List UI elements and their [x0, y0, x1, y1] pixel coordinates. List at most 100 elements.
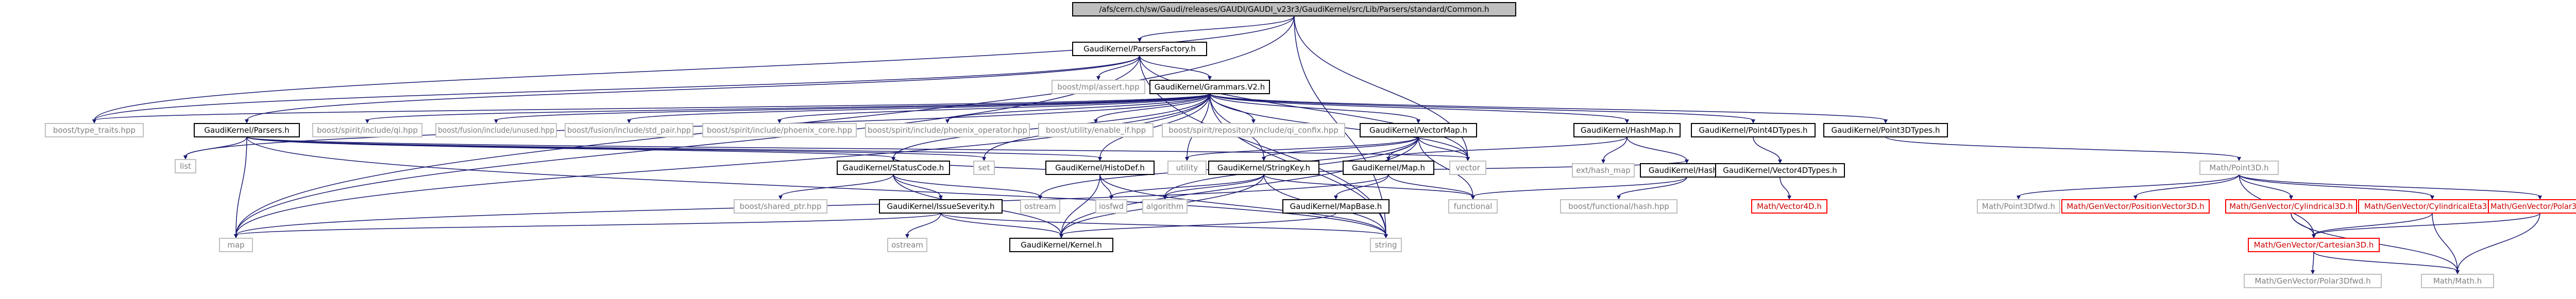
edge-arrowhead	[1096, 76, 1100, 80]
edge-histodef-to-kernel	[1061, 174, 1100, 236]
edge-arrowhead	[1094, 119, 1098, 124]
node-p3d[interactable]: GaudiKernel/Point3DTypes.h	[1823, 123, 1948, 137]
node-parsers[interactable]: GaudiKernel/Parsers.h	[194, 123, 300, 137]
node-label: boost/fusion/include/std_pair.hpp	[567, 126, 691, 135]
edge-arrowhead	[1416, 119, 1420, 124]
node-label: boost/spirit/include/phoenix_operator.hp…	[868, 126, 1027, 135]
edge-cyl3d-to-cart3d	[2291, 213, 2314, 236]
node-map: map	[219, 238, 253, 252]
node-box	[1142, 199, 1188, 214]
node-map_h[interactable]: GaudiKernel/Map.h	[1343, 161, 1434, 175]
node-box	[879, 199, 1003, 214]
edge-gram-to-histodef	[1099, 93, 1210, 159]
edge-v4d-to-vec4d	[1780, 177, 1790, 197]
edge-arrowhead	[1208, 76, 1212, 80]
node-point3d: Math/Point3D.h	[2199, 161, 2279, 175]
edge-gram-to-hashmap	[1209, 93, 1628, 121]
node-pf[interactable]: GaudiKernel/ParsersFactory.h	[1072, 42, 1207, 56]
node-box	[1560, 199, 1677, 214]
node-label: Math/GenVector/Polar3D.h	[2490, 202, 2576, 211]
node-label: Math/GenVector/Polar3Dfwd.h	[2255, 276, 2370, 286]
node-box	[702, 123, 857, 137]
node-box	[1573, 123, 1681, 137]
edge-arrowhead	[234, 234, 238, 238]
edge-arrowhead	[1138, 38, 1142, 42]
node-root[interactable]: /afs/cern.ch/sw/Gaudi/releases/GAUDI/GAU…	[1072, 2, 1516, 16]
edge-vecmap-to-utility	[1187, 136, 1419, 159]
node-box	[1751, 199, 1827, 214]
edge-parsers-to-statuscode	[246, 136, 894, 159]
edge-gram-to-typetraits	[94, 93, 1210, 121]
node-stringkey[interactable]: GaudiKernel/StringKey.h	[1208, 161, 1319, 175]
node-label: GaudiKernel/Map.h	[1352, 163, 1425, 172]
edge-mapbase-to-kernel	[1061, 213, 1336, 236]
node-fhash: boost/functional/hash.hpp	[1560, 199, 1677, 214]
node-sharedptr: boost/shared_ptr.hpp	[734, 199, 827, 214]
node-v4d[interactable]: GaudiKernel/Vector4DTypes.h	[1715, 163, 1845, 178]
edge-arrowhead	[905, 234, 909, 238]
node-box	[1072, 42, 1207, 56]
node-box	[1343, 161, 1434, 175]
node-label: utility	[1176, 163, 1198, 172]
node-functional: functional	[1448, 199, 1498, 214]
node-cyleta3d: Math/GenVector/CylindricalEta3D.h	[2358, 199, 2506, 214]
node-list: list	[175, 159, 196, 173]
node-box	[1095, 199, 1127, 214]
node-label: Math/Vector4D.h	[1757, 202, 1822, 211]
node-histodef[interactable]: GaudiKernel/HistoDef.h	[1045, 161, 1155, 175]
edge-point3d-to-cyleta3d	[2239, 174, 2433, 197]
edge-pf-to-gram	[1139, 55, 1210, 78]
edge-arrowhead	[1262, 157, 1266, 161]
node-box	[1977, 199, 2060, 214]
edge-gram-to-map	[235, 93, 1210, 236]
node-label: GaudiKernel/Hash.h	[1649, 166, 1725, 175]
node-p4d[interactable]: GaudiKernel/Point4DTypes.h	[1691, 123, 1816, 137]
node-label: GaudiKernel/StringKey.h	[1217, 163, 1310, 172]
edge-arrowhead	[2289, 196, 2293, 200]
node-label: ext/hash_map	[1576, 166, 1631, 175]
edge-polar3d-to-cart3d	[2313, 213, 2540, 236]
edge-gram-to-qi	[367, 93, 1210, 121]
node-ostream2: ostream	[887, 238, 927, 252]
node-box	[2248, 238, 2380, 252]
node-label: vector	[1455, 163, 1480, 172]
node-box	[1009, 238, 1113, 252]
edge-cart3d-to-polar3dfwd	[2312, 251, 2314, 272]
edge-gram-to-stdpair	[629, 93, 1210, 121]
node-hashmap[interactable]: GaudiKernel/HashMap.h	[1573, 123, 1681, 137]
node-box	[1167, 161, 1207, 175]
node-label: string	[1375, 240, 1397, 250]
node-box	[45, 123, 144, 137]
node-label: iosfwd	[1099, 202, 1124, 211]
node-label: ostream	[891, 240, 923, 250]
edge-arrowhead	[1334, 196, 1338, 200]
node-mapbase[interactable]: GaudiKernel/MapBase.h	[1282, 199, 1389, 214]
edge-statuscode-to-sharedptr	[780, 174, 894, 197]
node-label: GaudiKernel/HistoDef.h	[1055, 163, 1145, 172]
edge-hash-to-functional	[1472, 177, 1687, 197]
node-gram[interactable]: GaudiKernel/Grammars.V2.h	[1149, 80, 1270, 94]
node-kernel[interactable]: GaudiKernel/Kernel.h	[1009, 238, 1113, 252]
node-statuscode[interactable]: GaudiKernel/StatusCode.h	[837, 161, 950, 175]
edge-arrowhead	[245, 119, 249, 124]
node-label: GaudiKernel/Point3DTypes.h	[1831, 126, 1940, 135]
node-label: algorithm	[1146, 202, 1183, 211]
node-box	[175, 159, 196, 173]
node-box	[1045, 161, 1155, 175]
node-box	[1448, 199, 1498, 214]
edge-gram-to-phxop	[947, 93, 1210, 121]
edge-gram-to-unused	[496, 93, 1210, 121]
node-label: set	[978, 163, 990, 172]
edge-arrowhead	[1251, 119, 1256, 124]
node-typetraits: boost/type_traits.hpp	[45, 123, 144, 137]
node-box	[312, 123, 422, 137]
node-box	[2358, 199, 2506, 214]
node-issue[interactable]: GaudiKernel/IssueSeverity.h	[879, 199, 1003, 214]
node-box	[1208, 161, 1319, 175]
node-vec4d: Math/Vector4D.h	[1751, 199, 1827, 214]
edge-gram-to-vecmap	[1209, 93, 1419, 121]
edge-p4d-to-v4d	[1753, 136, 1781, 161]
node-vecmap[interactable]: GaudiKernel/VectorMap.h	[1360, 123, 1477, 137]
node-polar3dfwd: Math/GenVector/Polar3Dfwd.h	[2244, 274, 2382, 288]
edge-arrowhead	[2237, 157, 2241, 161]
